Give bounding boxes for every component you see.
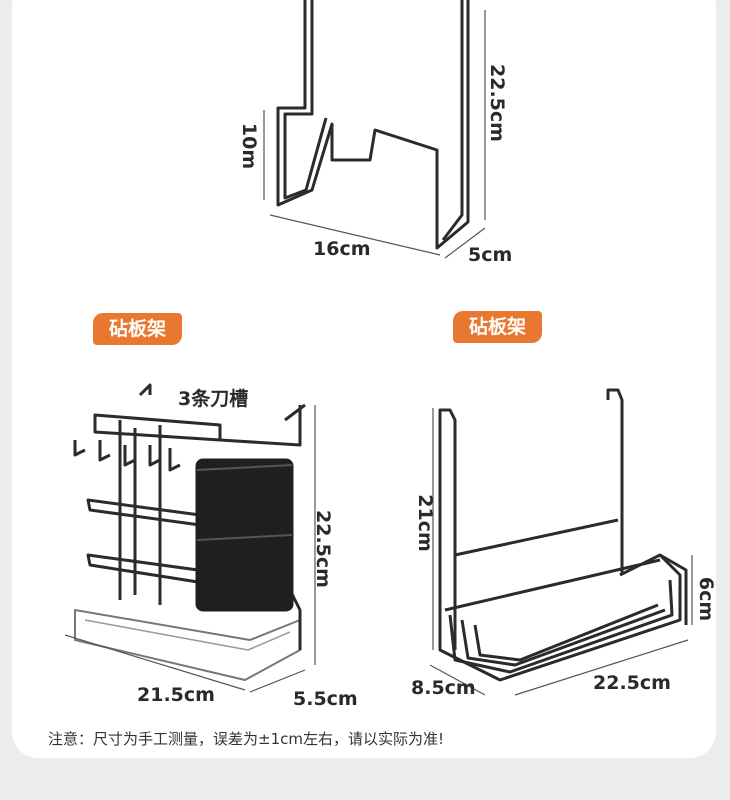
left-depth-dim: 5.5cm — [293, 688, 358, 710]
knife-slot-label: 3条刀槽 — [178, 388, 249, 410]
right-height-dim: 21cm — [413, 494, 436, 552]
top-inner-height-dim: 10m — [238, 122, 261, 170]
right-side-dim: 6cm — [695, 576, 718, 622]
product-card — [12, 0, 716, 758]
right-width-dim: 22.5cm — [593, 672, 671, 694]
left-product-badge: 砧板架 — [93, 313, 183, 345]
right-rack-drawing — [438, 388, 688, 682]
top-height-dim: 22.5cm — [485, 64, 508, 142]
left-rack-drawing — [73, 383, 306, 681]
measurement-note: 注意：尺寸为手工测量，误差为±1cm左右，请以实际为准! — [48, 730, 444, 748]
right-depth-dim: 8.5cm — [411, 677, 476, 699]
top-rack-drawing — [276, 0, 470, 250]
top-depth-dim: 5cm — [468, 244, 513, 266]
right-product-badge: 砧板架 — [453, 311, 543, 343]
left-width-dim: 21.5cm — [137, 684, 215, 706]
top-width-dim: 16cm — [313, 238, 371, 260]
left-height-dim: 22.5cm — [311, 510, 334, 588]
